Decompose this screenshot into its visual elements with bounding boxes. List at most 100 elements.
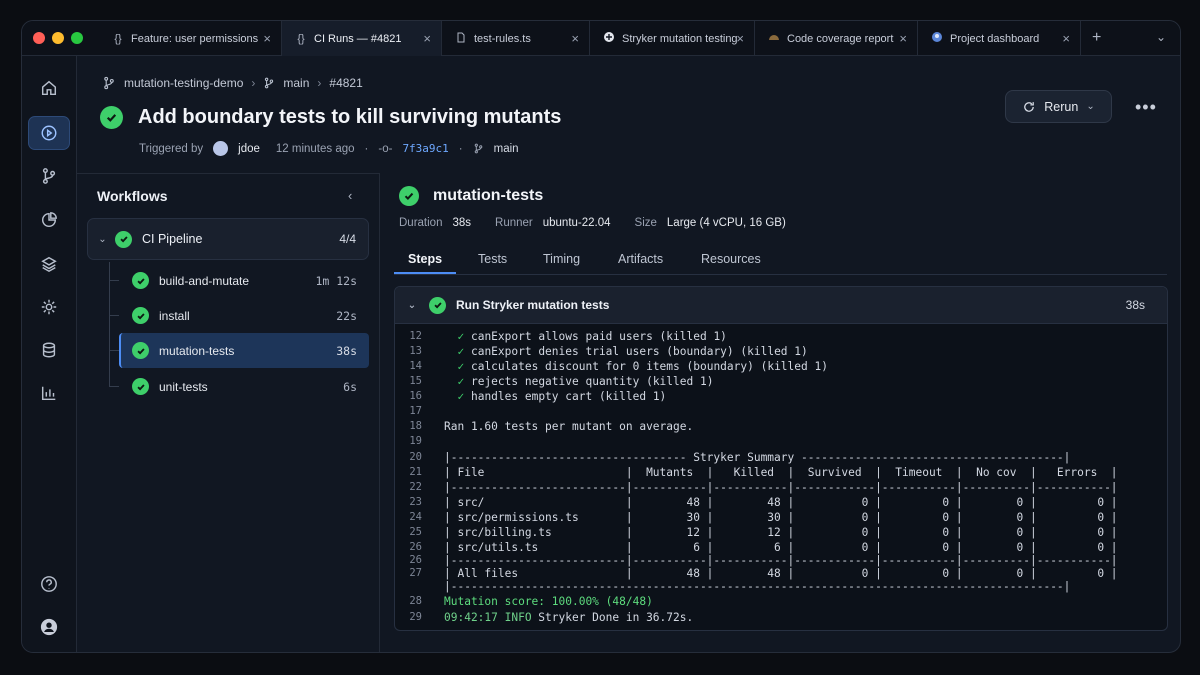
tab-artifacts[interactable]: Artifacts [618,252,664,266]
close-icon[interactable]: × [736,31,744,46]
pipeline-item[interactable]: ⌄ CI Pipeline 4/4 [87,218,369,260]
triggered-by-label: Triggered by [139,142,204,155]
breadcrumb-branch[interactable]: main [283,76,310,90]
commit-sha-link[interactable]: 7f3a9c1 [402,142,449,155]
close-icon[interactable]: × [423,31,431,46]
collapse-panel-chevron-icon[interactable]: ‹ [348,188,353,203]
job-tabs: Steps Tests Timing Artifacts Resources [394,243,1167,275]
job-name: mutation-tests [159,343,235,358]
globe-icon [930,31,944,46]
breadcrumb-repo[interactable]: mutation-testing-demo [124,76,244,90]
breadcrumb-run[interactable]: #4821 [329,76,363,90]
job-duration: 22s [336,308,357,323]
close-icon[interactable]: × [1062,31,1070,46]
bar-chart-icon [41,386,56,401]
help-button[interactable] [28,567,70,601]
metrics-button[interactable] [28,376,70,410]
job-item-unit-tests[interactable]: unit-tests 6s [119,369,369,404]
line-number: 23 [409,496,422,508]
rerun-button[interactable]: Rerun ⌄ [1005,90,1112,123]
tab-stryker[interactable]: Stryker mutation testing × [590,21,755,56]
log-text: Mutation score: 100.00% (48/48) [444,594,653,608]
code-icon: {} [297,32,305,45]
tab-label: Feature: user permissions [131,32,259,45]
tab-steps[interactable]: Steps [408,252,443,266]
tab-tests[interactable]: Tests [478,252,508,266]
tree-connector [109,386,119,387]
tab-project-dashboard[interactable]: Project dashboard × [918,21,1081,56]
separator-dot: · [458,142,463,155]
line-number: 27 [409,567,422,579]
runs-button[interactable] [28,116,70,150]
line-number: 15 [409,375,422,387]
account-button[interactable] [28,610,70,644]
job-item-mutation-tests[interactable]: mutation-tests 38s [119,333,369,368]
step-header[interactable]: ⌄ Run Stryker mutation tests 38s [395,287,1167,324]
success-check-icon [399,186,419,206]
success-check-icon [132,342,149,359]
code-icon: {} [114,32,122,45]
trigger-user[interactable]: jdoe [238,142,260,155]
success-check-icon [429,296,446,314]
chevron-down-icon[interactable]: ⌄ [407,299,417,311]
close-icon[interactable]: × [571,31,579,46]
chevron-down-icon[interactable]: ⌄ [98,233,107,245]
database-button[interactable] [28,333,70,367]
job-item-build-and-mutate[interactable]: build-and-mutate 1m 12s [119,263,369,298]
packages-button[interactable] [28,247,70,281]
line-number: 21 [409,466,422,478]
tab-test-rules[interactable]: test-rules.ts × [442,21,590,56]
help-icon [41,576,57,592]
line-number: 28 [409,595,422,607]
chevron-right-icon: › [251,76,256,90]
minimize-window-button[interactable] [52,32,64,44]
run-branch[interactable]: main [493,142,519,155]
coverage-icon [767,31,781,46]
log-line: 14 ✓ calculates discount for 0 items (bo… [395,359,828,373]
tree-connector [109,280,119,281]
branches-button[interactable] [28,159,70,193]
log-line: 21| File | Mutants | Killed | Survived |… [395,465,1117,479]
close-icon[interactable]: × [263,31,271,46]
tab-timing[interactable]: Timing [543,252,581,266]
close-window-button[interactable] [33,32,45,44]
line-number: 18 [409,420,422,432]
tree-connector [109,350,119,351]
log-text: |--------------------------|-----------|… [444,553,1118,567]
job-item-install[interactable]: install 22s [119,298,369,333]
line-number: 14 [409,360,422,372]
analytics-button[interactable] [28,203,70,237]
home-button[interactable] [28,71,70,105]
line-number: 16 [409,390,422,402]
tab-coverage[interactable]: Code coverage report × [755,21,918,56]
breadcrumb: mutation-testing-demo › main › #4821 [102,76,363,90]
tab-resources[interactable]: Resources [701,252,761,266]
line-number: 29 [409,611,422,623]
success-check-icon [100,106,123,129]
maximize-window-button[interactable] [71,32,83,44]
close-icon[interactable]: × [899,31,907,46]
tab-feature-user-permissions[interactable]: {} Feature: user permissions × [99,21,282,56]
tab-ci-runs[interactable]: {} CI Runs — #4821 × [282,21,442,56]
tab-label: Stryker mutation testing [622,32,738,45]
job-name: install [159,308,190,323]
nav-rail [22,56,77,652]
success-check-icon [132,307,149,324]
job-duration: 38s [336,343,357,358]
tree-connector [109,315,119,316]
line-number: 26 [409,554,422,566]
tab-list-chevron-icon[interactable]: ⌄ [1156,30,1167,44]
new-tab-button[interactable]: + [1092,29,1102,46]
settings-button[interactable] [28,290,70,324]
log-text: ✓ canExport allows paid users (killed 1) [457,329,727,343]
duration-label: Duration [399,217,443,229]
log-line: 16 ✓ handles empty cart (killed 1) [395,389,666,403]
line-number: 20 [409,451,422,463]
gear-icon [41,299,57,315]
branch-icon [474,143,482,154]
more-options-button[interactable]: ••• [1135,97,1157,117]
log-line: 23| src/ | 48 | 48 | 0 | 0 | 0 | 0 | [395,495,1117,509]
line-number: 19 [409,435,422,447]
pie-chart-icon [41,212,57,228]
